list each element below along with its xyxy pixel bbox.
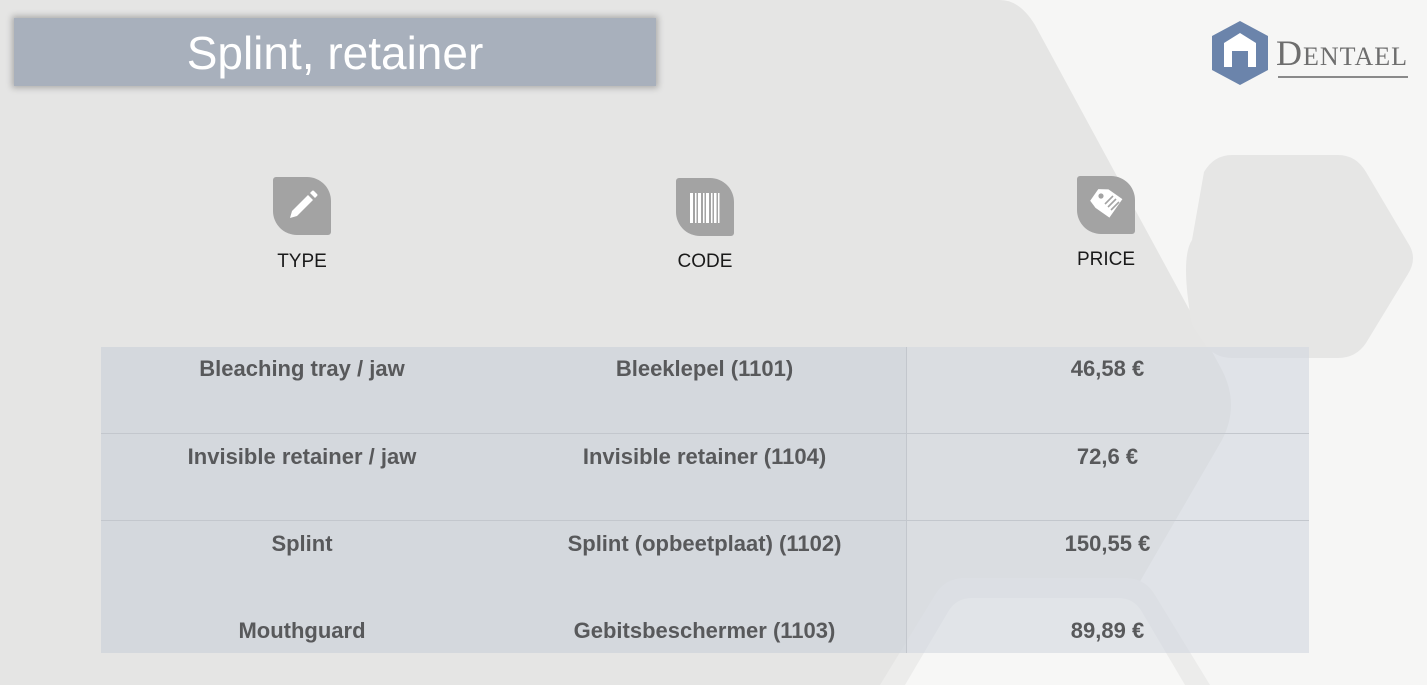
table-cell-type: Invisible retainer / jaw: [187, 444, 417, 469]
table-cell-type: Splint: [271, 531, 333, 556]
logo-underline: [1278, 76, 1408, 78]
column-header-code: CODE: [677, 251, 733, 272]
logo-initial: D: [1276, 33, 1303, 73]
title-bar: Splint, retainer: [14, 18, 656, 86]
table-cell-code: Splint (opbeetplaat) (1102): [567, 531, 842, 556]
logo-wordmark: DENTAEL: [1276, 32, 1408, 74]
table-cell-price: 89,89 €: [1070, 618, 1145, 643]
table-cell-code: Gebitsbeschermer (1103): [573, 618, 836, 643]
table-cell-price: 150,55 €: [1064, 531, 1151, 556]
price-table: Bleaching tray / jaw Bleeklepel (1101) 4…: [101, 347, 1309, 653]
table-background-left: [101, 347, 906, 653]
row-divider: [101, 520, 1309, 521]
pencil-icon: [273, 177, 331, 235]
barcode-icon: [676, 178, 734, 236]
table-cell-price: 46,58 €: [1070, 356, 1145, 381]
table-background-right: [906, 347, 1309, 653]
price-tag-icon: [1077, 176, 1135, 234]
table-cell-type: Mouthguard: [238, 618, 366, 643]
row-divider: [101, 433, 1309, 434]
column-header-price: PRICE: [1076, 249, 1136, 270]
logo-rest: ENTAEL: [1303, 42, 1408, 71]
column-header-type: TYPE: [277, 251, 327, 272]
table-cell-price: 72,6 €: [1076, 444, 1139, 469]
column-divider: [906, 347, 907, 653]
page-title: Splint, retainer: [186, 27, 484, 79]
table-cell-type: Bleaching tray / jaw: [199, 356, 405, 381]
table-cell-code: Bleeklepel (1101): [615, 356, 794, 381]
house-hexagon-icon: [1212, 21, 1268, 85]
table-cell-code: Invisible retainer (1104): [582, 444, 827, 469]
